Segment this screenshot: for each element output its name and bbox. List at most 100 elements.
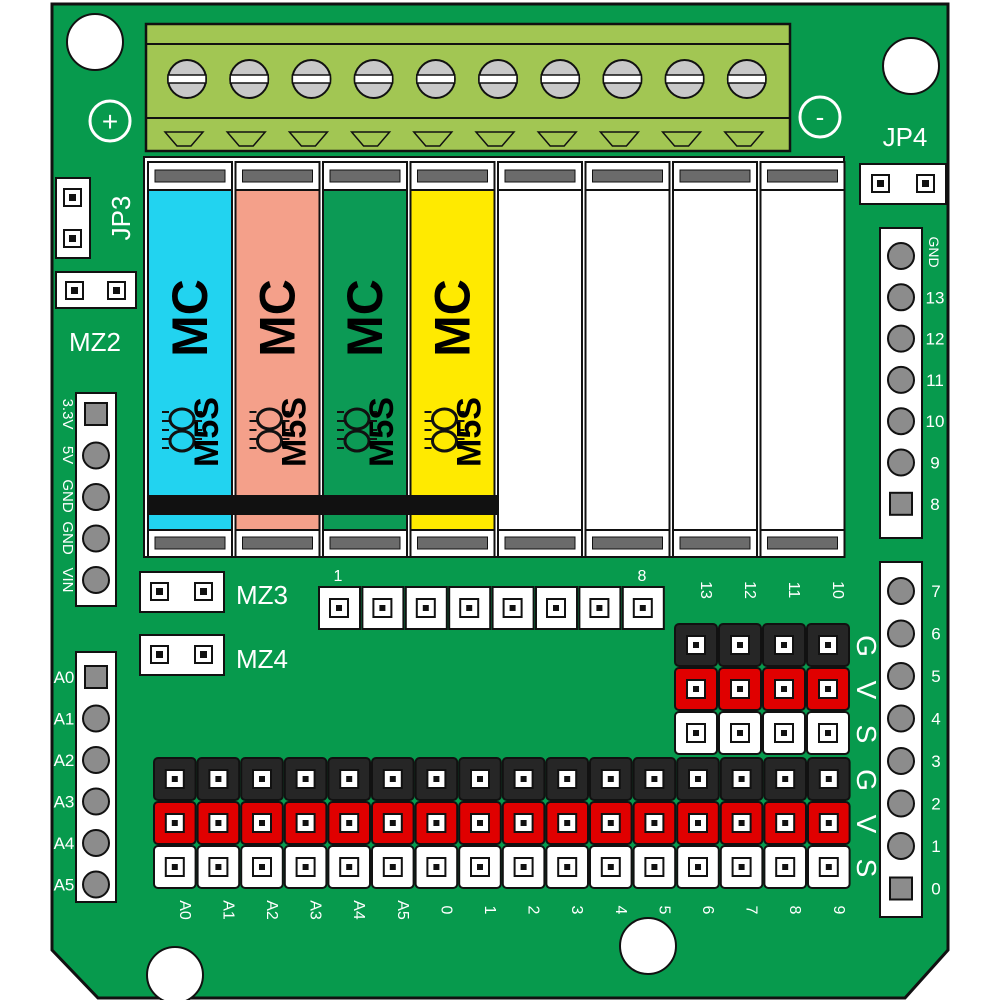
relay-module-5[interactable] <box>497 161 583 558</box>
header-pin[interactable] <box>82 787 110 816</box>
jumper-jp4[interactable] <box>859 163 947 205</box>
gvs-pin[interactable] <box>371 845 415 889</box>
gvs-pin[interactable] <box>676 845 720 889</box>
gvs-pin[interactable] <box>327 757 371 801</box>
gvs-pin[interactable] <box>719 801 764 845</box>
gvs-pin[interactable] <box>762 711 806 755</box>
gvs-pin[interactable] <box>763 801 808 845</box>
gvs-pin[interactable] <box>762 623 806 667</box>
header-pin[interactable] <box>82 829 110 857</box>
gvs-pin[interactable] <box>501 801 546 845</box>
jumper-mz4[interactable] <box>139 634 225 676</box>
header-pin[interactable] <box>82 870 110 899</box>
header-pin[interactable] <box>887 789 915 818</box>
gvs-pin[interactable] <box>632 757 677 801</box>
gvs-pin[interactable] <box>414 845 459 889</box>
gvs-pin[interactable] <box>674 623 718 667</box>
gvs-pin[interactable] <box>327 845 371 889</box>
gvs-pin[interactable] <box>458 801 502 845</box>
module-signal-pin[interactable] <box>578 586 622 630</box>
gvs-pin[interactable] <box>458 757 502 801</box>
gvs-pin[interactable] <box>371 801 415 845</box>
gvs-pin[interactable] <box>806 667 850 711</box>
header-pin[interactable] <box>84 402 108 426</box>
gvs-pin[interactable] <box>632 801 677 845</box>
gvs-pin[interactable] <box>153 845 197 889</box>
gvs-pin[interactable] <box>806 711 850 755</box>
module-signal-pin[interactable] <box>448 586 492 630</box>
header-pin[interactable] <box>887 747 915 775</box>
relay-module-7[interactable] <box>672 161 758 558</box>
gvs-pin[interactable] <box>371 757 415 801</box>
header-pin[interactable] <box>887 407 915 436</box>
terminal-screw[interactable] <box>415 59 456 99</box>
gvs-pin[interactable] <box>806 623 850 667</box>
header-pin[interactable] <box>887 324 915 353</box>
header-pin[interactable] <box>82 524 110 553</box>
terminal-screw[interactable] <box>167 59 207 99</box>
gvs-pin[interactable] <box>807 845 851 889</box>
header-pin[interactable] <box>887 242 915 270</box>
gvs-pin[interactable] <box>718 667 762 711</box>
module-signal-pin[interactable] <box>318 586 361 630</box>
gvs-pin[interactable] <box>196 757 241 801</box>
gvs-pin[interactable] <box>153 757 197 801</box>
gvs-pin[interactable] <box>718 623 762 667</box>
gvs-pin[interactable] <box>545 757 590 801</box>
header-pin[interactable] <box>887 365 915 394</box>
terminal-screw[interactable] <box>353 59 394 99</box>
gvs-pin[interactable] <box>676 757 720 801</box>
module-signal-pin[interactable] <box>491 586 535 630</box>
header-pin[interactable] <box>887 448 915 477</box>
gvs-pin[interactable] <box>763 757 808 801</box>
gvs-pin[interactable] <box>501 757 546 801</box>
gvs-pin[interactable] <box>763 845 808 889</box>
header-pin[interactable] <box>887 704 915 733</box>
gvs-pin[interactable] <box>762 667 806 711</box>
module-signal-pin[interactable] <box>404 586 448 630</box>
header-pin[interactable] <box>887 832 915 860</box>
gvs-pin[interactable] <box>676 801 720 845</box>
gvs-pin[interactable] <box>283 801 328 845</box>
gvs-pin[interactable] <box>632 845 677 889</box>
gvs-pin[interactable] <box>414 757 459 801</box>
header-pin[interactable] <box>887 283 915 312</box>
terminal-screw[interactable] <box>291 59 332 99</box>
terminal-screw[interactable] <box>726 59 767 99</box>
jumper-jp3[interactable] <box>55 177 91 259</box>
gvs-pin[interactable] <box>153 801 197 845</box>
module-signal-pin[interactable] <box>535 586 578 630</box>
header-pin[interactable] <box>82 566 110 594</box>
gvs-pin[interactable] <box>674 711 718 755</box>
gvs-pin[interactable] <box>719 757 764 801</box>
gvs-pin[interactable] <box>501 845 546 889</box>
header-pin[interactable] <box>82 483 110 511</box>
header-pin[interactable] <box>889 491 913 516</box>
gvs-pin[interactable] <box>458 845 502 889</box>
terminal-screw[interactable] <box>229 59 270 99</box>
gvs-pin[interactable] <box>545 845 590 889</box>
gvs-pin[interactable] <box>196 801 241 845</box>
gvs-pin[interactable] <box>283 757 328 801</box>
header-pin[interactable] <box>887 577 915 605</box>
header-pin[interactable] <box>82 746 110 774</box>
jumper-mz3[interactable] <box>139 571 225 613</box>
module-signal-pin[interactable] <box>361 586 405 630</box>
gvs-pin[interactable] <box>589 845 633 889</box>
gvs-pin[interactable] <box>589 757 633 801</box>
terminal-screw[interactable] <box>664 59 705 99</box>
relay-module-6[interactable] <box>584 161 671 558</box>
header-pin[interactable] <box>82 441 110 470</box>
gvs-pin[interactable] <box>240 757 284 801</box>
module-signal-pin[interactable] <box>621 586 665 630</box>
header-pin[interactable] <box>82 704 110 733</box>
header-pin[interactable] <box>887 662 915 690</box>
gvs-pin[interactable] <box>414 801 459 845</box>
gvs-pin[interactable] <box>283 845 328 889</box>
terminal-screw[interactable] <box>602 59 643 99</box>
gvs-pin[interactable] <box>240 801 284 845</box>
